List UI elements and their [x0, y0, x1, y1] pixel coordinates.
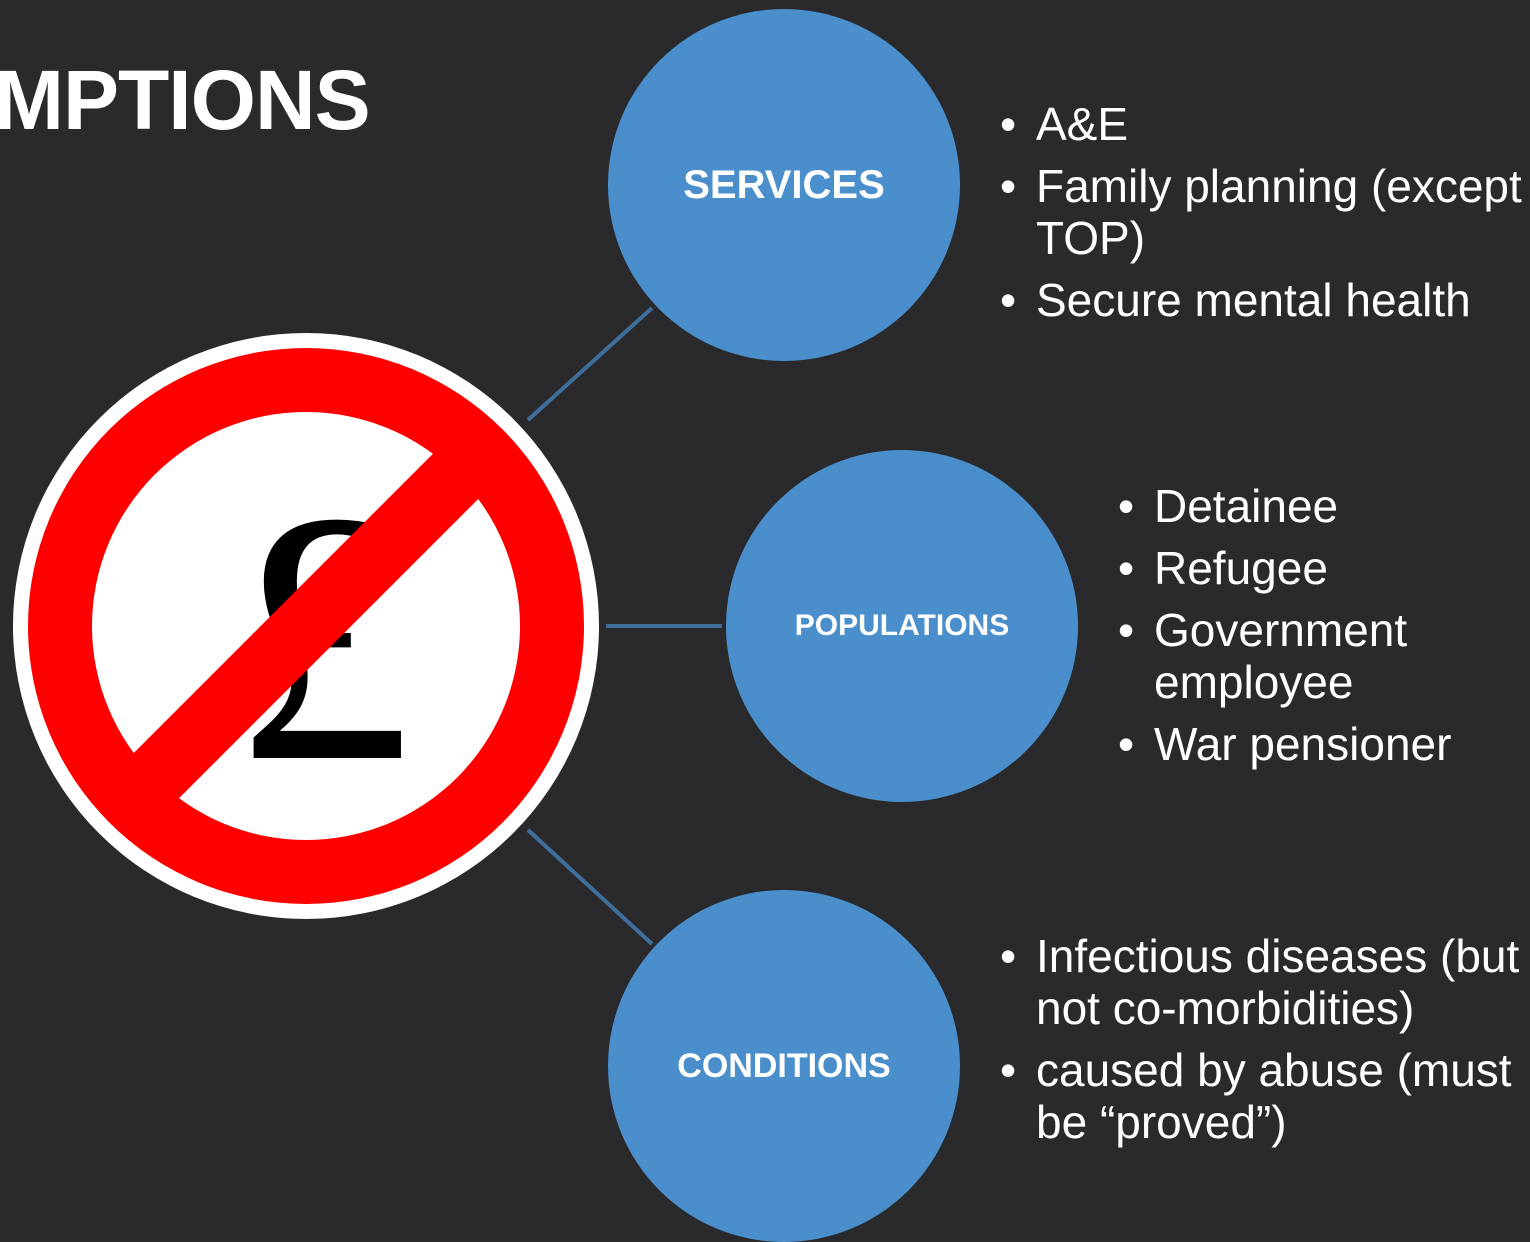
- list-item: Family planning (except TOP): [1000, 160, 1530, 264]
- no-pound-sign-icon: £: [13, 333, 599, 919]
- list-item: Secure mental health: [1000, 274, 1530, 326]
- list-item: War pensioner: [1118, 718, 1518, 770]
- conditions-label: CONDITIONS: [677, 1046, 891, 1085]
- populations-list: Detainee Refugee Government employee War…: [1118, 480, 1518, 780]
- list-item: caused by abuse (must be “proved”): [1000, 1044, 1520, 1148]
- list-item: Refugee: [1118, 542, 1518, 594]
- slide-title: MPTIONS: [0, 53, 371, 147]
- conditions-node: CONDITIONS: [608, 890, 960, 1242]
- populations-label: POPULATIONS: [794, 609, 1010, 642]
- list-item: Detainee: [1118, 480, 1518, 532]
- populations-node: POPULATIONS: [726, 450, 1078, 802]
- connector-conditions: [526, 828, 654, 946]
- sign-red-slash: [131, 451, 481, 801]
- list-item: A&E: [1000, 98, 1530, 150]
- connector-services: [526, 306, 654, 422]
- services-node: SERVICES: [608, 9, 960, 361]
- list-item: Infectious diseases (but not co-morbidit…: [1000, 930, 1520, 1034]
- services-list: A&E Family planning (except TOP) Secure …: [1000, 98, 1530, 336]
- conditions-list: Infectious diseases (but not co-morbidit…: [1000, 930, 1520, 1158]
- list-item: Government employee: [1118, 604, 1518, 708]
- services-label: SERVICES: [683, 162, 885, 207]
